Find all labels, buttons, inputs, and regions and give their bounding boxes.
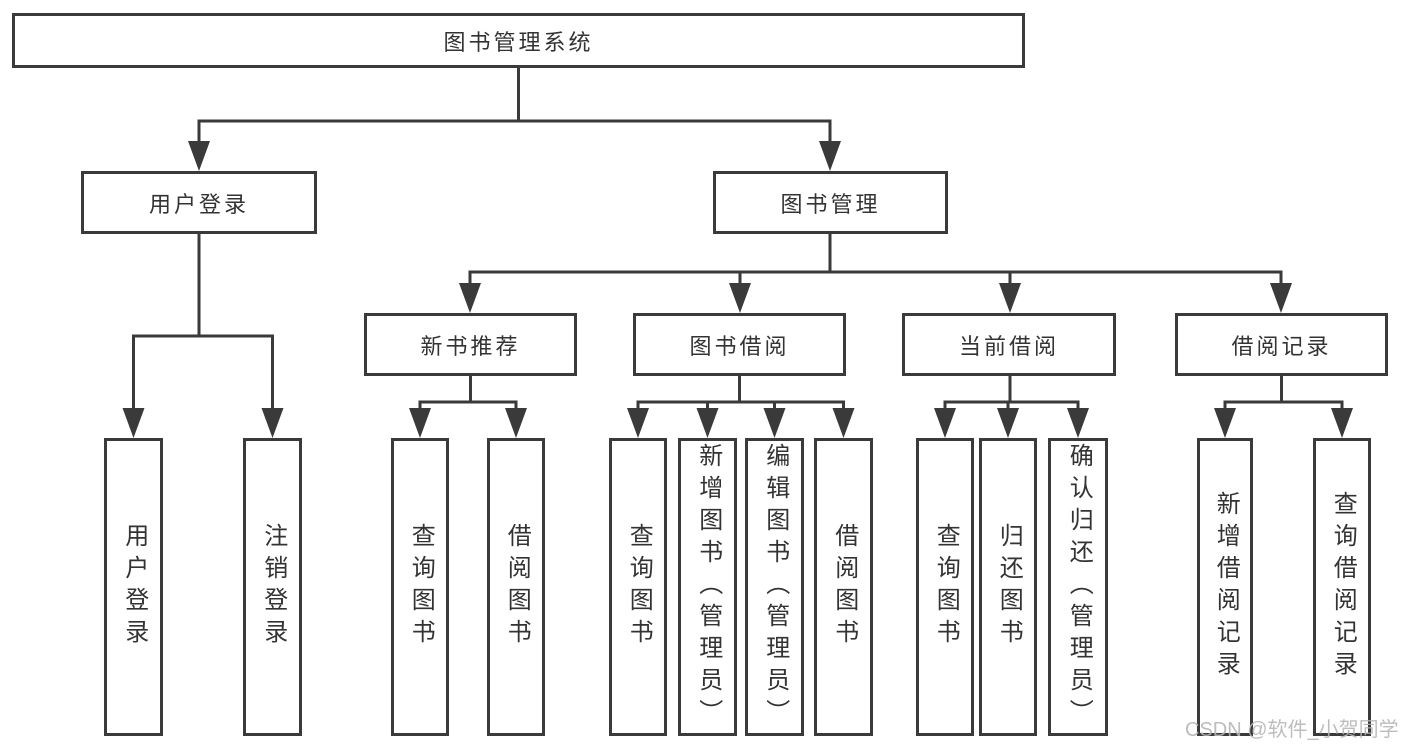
leaf-logout-login: 注销登录 (243, 438, 302, 736)
leaf-user-login: 用户登录 (104, 438, 163, 736)
leaf-label: 借阅图书 (503, 523, 531, 651)
connector-book-management (468, 234, 1283, 285)
leaf-label: 查询借阅记录 (1329, 491, 1357, 683)
node-label: 当前借阅 (958, 333, 1059, 359)
node-label: 新书推荐 (420, 333, 521, 359)
node-label: 用户登录 (148, 191, 249, 217)
arrow-down-icon (1067, 408, 1089, 438)
leaf-label: 确认归还（管理员） (1065, 443, 1093, 731)
connector-user-login (132, 234, 274, 410)
leaf-recommend-query-books: 查询图书 (391, 438, 449, 736)
connector-root (197, 68, 832, 143)
leaf-borrowing-query-books: 查询图书 (609, 438, 667, 736)
leaf-recommend-borrow-books: 借阅图书 (487, 438, 545, 736)
arrow-down-icon (729, 283, 751, 313)
leaf-add-books-admin: 新增图书（管理员） (678, 438, 737, 736)
node-label: 图书管理系统 (443, 29, 594, 55)
node-user-login: 用户登录 (81, 171, 317, 234)
leaf-label: 注销登录 (259, 523, 287, 651)
leaf-label: 新增借阅记录 (1212, 491, 1240, 683)
leaf-add-borrowing-record: 新增借阅记录 (1197, 438, 1253, 736)
node-new-book-recommendation: 新书推荐 (364, 313, 577, 376)
arrowheads (122, 141, 1353, 438)
node-current-borrowing: 当前借阅 (902, 313, 1116, 376)
node-label: 借阅记录 (1231, 333, 1332, 359)
connector-borrowing-records (1223, 376, 1344, 410)
arrow-down-icon (505, 408, 527, 438)
arrow-down-icon (409, 408, 431, 438)
arrow-down-icon (627, 408, 649, 438)
node-book-management: 图书管理 (713, 171, 948, 234)
leaf-label: 新增图书（管理员） (694, 443, 722, 731)
arrow-down-icon (819, 141, 841, 171)
arrow-down-icon (999, 283, 1021, 313)
leaf-label: 用户登录 (120, 523, 148, 651)
leaf-label: 查询图书 (625, 523, 653, 651)
node-book-borrowing: 图书借阅 (633, 313, 846, 376)
arrow-down-icon (934, 408, 956, 438)
leaf-query-borrowing-record: 查询借阅记录 (1313, 438, 1371, 736)
leaf-confirm-return-admin: 确认归还（管理员） (1048, 438, 1108, 736)
leaf-label: 查询图书 (932, 523, 960, 651)
arrow-down-icon (459, 283, 481, 313)
arrow-down-icon (997, 408, 1019, 438)
arrow-down-icon (763, 408, 786, 438)
leaf-borrowing-borrow-books: 借阅图书 (814, 438, 873, 736)
arrow-down-icon (1270, 283, 1292, 313)
arrow-down-icon (261, 408, 284, 438)
leaf-label: 借阅图书 (830, 523, 858, 651)
arrow-down-icon (188, 141, 210, 171)
arrow-down-icon (832, 408, 855, 438)
leaf-label: 归还图书 (995, 523, 1023, 651)
leaf-label: 查询图书 (407, 523, 435, 651)
node-borrowing-records: 借阅记录 (1175, 313, 1388, 376)
node-label: 图书管理 (780, 191, 881, 217)
arrow-down-icon (1214, 408, 1236, 438)
leaf-label: 编辑图书（管理员） (761, 443, 789, 731)
node-library-management-system: 图书管理系统 (12, 13, 1025, 68)
arrow-down-icon (1331, 408, 1353, 438)
csdn-watermark: CSDN @软件_小贺同学 (1185, 719, 1399, 741)
connector-current-borrowing (943, 376, 1080, 410)
leaf-current-query-books: 查询图书 (916, 438, 974, 736)
leaf-edit-books-admin: 编辑图书（管理员） (745, 438, 804, 736)
arrow-down-icon (122, 408, 145, 438)
leaf-return-books: 归还图书 (979, 438, 1037, 736)
connector-new-book-recommendation (418, 376, 518, 410)
connector-book-borrowing (636, 376, 845, 410)
arrow-down-icon (696, 408, 719, 438)
node-label: 图书借阅 (689, 333, 790, 359)
